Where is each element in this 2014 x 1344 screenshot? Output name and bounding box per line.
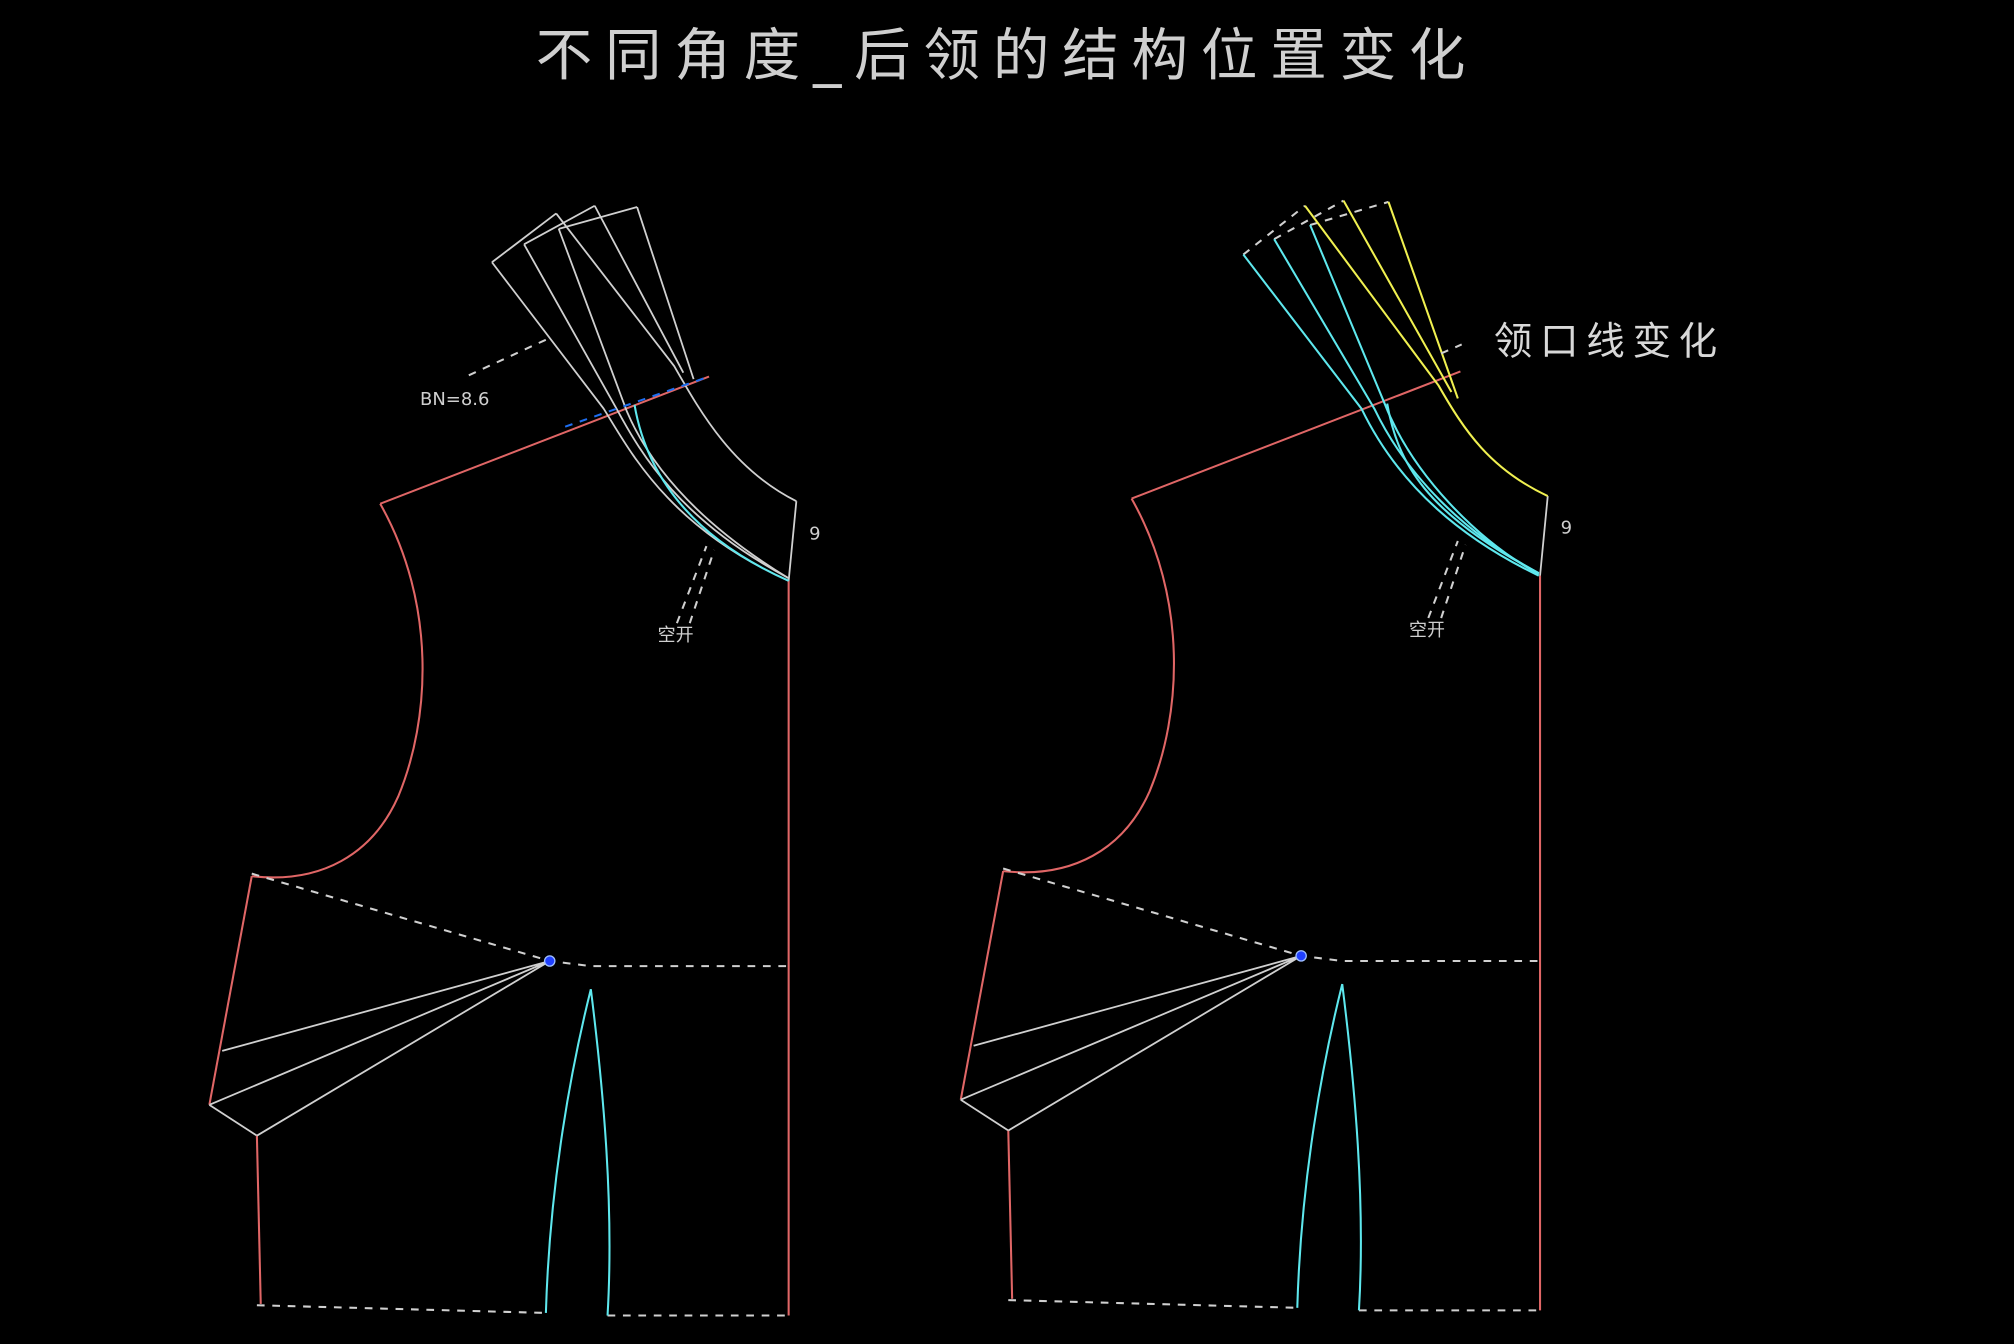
gap-label: 空开 (658, 625, 694, 646)
bn-measurement-label: BN=8.6 (420, 389, 489, 410)
diagram-title: 不同角度_后领的结构位置变化 (536, 24, 1479, 89)
seam-marker: 9 (809, 524, 820, 545)
left-pattern: BN=8.6 空开 9 (208, 204, 821, 1317)
gap-label: 空开 (1409, 620, 1445, 641)
right-pattern: 领口线变化 空开 9 (959, 199, 1725, 1312)
neckline-change-label: 领口线变化 (1494, 320, 1725, 365)
seam-marker: 9 (1561, 517, 1572, 538)
